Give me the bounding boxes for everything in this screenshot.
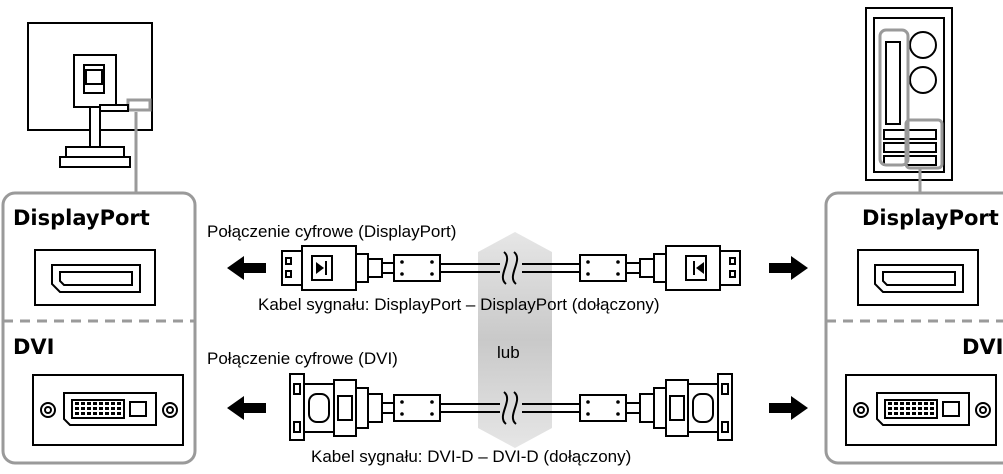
dvi-pin [111,407,115,410]
or-label: lub [497,343,520,362]
dvi-pin [924,407,928,410]
dvi-pin [900,412,904,415]
dvi-pin [87,402,91,405]
dvi-pin [93,412,97,415]
dvi-pin [930,407,934,410]
dvi-pin [99,402,103,405]
dvi-pin [930,402,934,405]
dvi-pin [87,407,91,410]
dvi-cable-dots [400,400,620,416]
left-dvi-label: DVI [13,335,55,359]
dvi-pin [918,407,922,410]
dvi-pin [912,407,916,410]
dvi-pin [888,407,892,410]
dvi-pin [105,412,109,415]
dvi-pin [894,412,898,415]
dvi-pin [81,402,85,405]
dvi-pin [912,412,916,415]
dvi-pin [900,407,904,410]
dvi-pin-grid-right [888,402,934,415]
dvi-pin [924,412,928,415]
dvi-pin [105,407,109,410]
displayport-cable-dots [400,260,620,276]
arrow-left-to-monitor [227,256,266,280]
dvi-pin [912,402,916,405]
dvi-pin [117,402,121,405]
monitor-rear-icon [27,22,153,168]
dvi-pin [111,402,115,405]
dvi-pin [81,407,85,410]
dvi-pin [924,402,928,405]
dvi-connection-title: Połączenie cyfrowe (DVI) [207,349,398,368]
dvi-pin-grid [75,402,121,415]
dvi-pin [930,412,934,415]
right-displayport-label: DisplayPort [862,206,999,230]
dvi-pin [75,407,79,410]
dvi-pin [99,412,103,415]
dvi-pin [117,412,121,415]
dvi-pin [87,412,91,415]
dvi-pin [906,407,910,410]
dvi-pin [888,412,892,415]
arrow-left-to-monitor-dvi [227,396,266,420]
arrow-right-to-pc-dvi [769,396,808,420]
dvi-pin [99,407,103,410]
dvi-pin [81,412,85,415]
displayport-socket-icon-right [857,249,979,306]
dvi-pin [906,412,910,415]
dvi-pin [75,402,79,405]
cable-break-mark [501,251,509,285]
dp-connection-title: Połączenie cyfrowe (DisplayPort) [207,222,457,241]
displayport-logo-icon [316,261,704,275]
dvi-pin [117,407,121,410]
dvi-pin [105,402,109,405]
dvi-pin [75,412,79,415]
right-dvi-label: DVI [962,335,1003,359]
displayport-socket-icon [34,249,156,306]
dvi-pin [93,407,97,410]
dvi-pin [894,407,898,410]
dvi-pin [906,402,910,405]
dvi-pin [888,402,892,405]
dvi-pin [918,412,922,415]
dvi-pin [918,402,922,405]
dp-cable-caption: Kabel sygnału: DisplayPort – DisplayPort… [258,295,660,314]
dvi-pin [894,402,898,405]
arrow-right-to-pc [769,256,808,280]
dvi-pin [93,402,97,405]
dvi-cable [289,373,733,441]
dvi-pin [900,402,904,405]
dvi-pin [111,412,115,415]
either-or-arrow [478,232,552,448]
dvi-cable-caption: Kabel sygnału: DVI-D – DVI-D (dołączony) [311,447,632,466]
left-displayport-label: DisplayPort [13,206,150,230]
